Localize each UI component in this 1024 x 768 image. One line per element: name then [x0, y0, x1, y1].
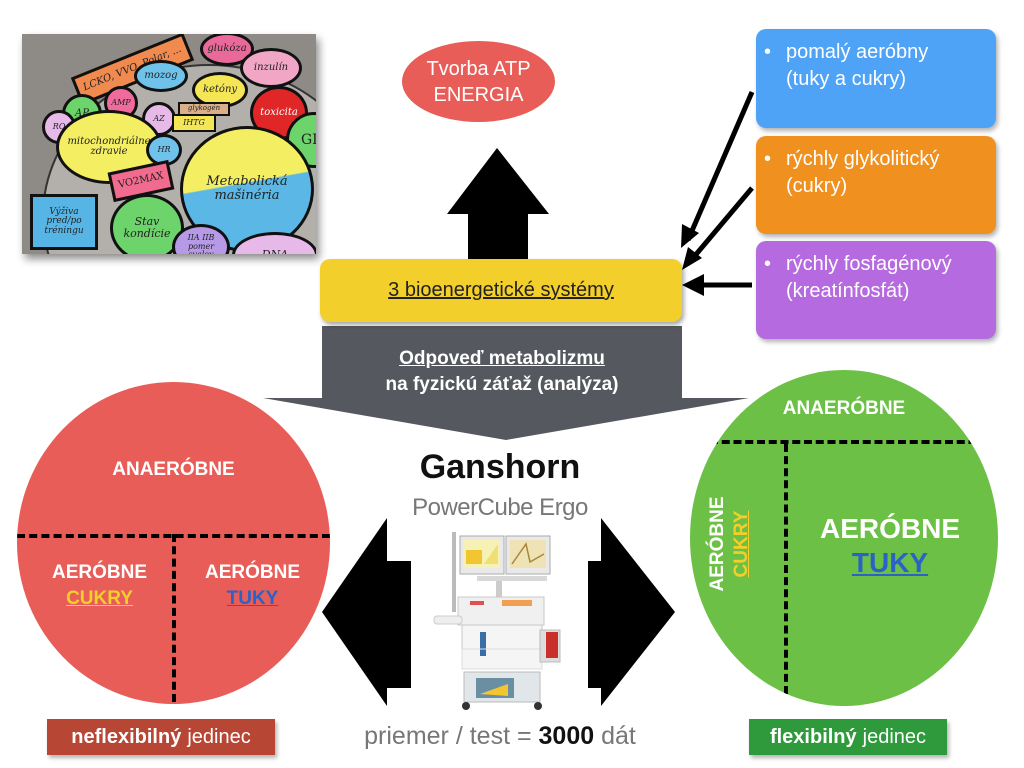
atp-energy-ellipse: Tvorba ATP ENERGIA	[402, 41, 555, 122]
energy-title: ENERGIA	[433, 83, 524, 106]
system-name: pomalý aeróbny	[786, 41, 929, 63]
device-pole	[452, 532, 456, 612]
collage-label: Výživa pred/po tréningu	[30, 194, 98, 250]
aerobic-title: AERÓBNE	[51, 562, 147, 583]
response-subtitle: na fyzickú záťaž (analýza)	[385, 374, 619, 395]
bullet-icon: •	[764, 253, 772, 275]
response-title: Odpoveď metabolizmu	[399, 348, 605, 369]
anaerobic-label: ANAERÓBNE	[782, 398, 906, 419]
divider-vertical	[172, 534, 176, 702]
arrow-line-aerobic	[685, 91, 755, 241]
average-prefix: priemer / test =	[364, 722, 532, 750]
flexible-individual-tag: flexibilný jedinec	[749, 719, 947, 755]
fat-label: TUKY	[851, 547, 929, 578]
collage-label: IHTG	[172, 114, 216, 132]
average-suffix: dát	[601, 722, 636, 750]
aerobic-title: AERÓBNE	[204, 562, 300, 583]
sugar-label: CUKRY	[731, 510, 752, 578]
metabolic-collage-image: LCKO, VVO, Polar, ... glukóza inzulín mo…	[22, 34, 316, 254]
tag-bold: neflexibilný	[71, 725, 182, 748]
system-name: rýchly glykolitický	[786, 148, 940, 170]
aerobic-fat-label: AERÓBNE TUKY	[790, 512, 990, 580]
aerobic-fat-label: AERÓBNE TUKY	[180, 560, 325, 612]
aerobic-title: AERÓBNE	[707, 496, 728, 592]
left-arrow-icon	[322, 518, 411, 706]
system-fuel: (kreatínfosfát)	[786, 280, 910, 302]
average-data-text: priemer / test = 3000 dát	[330, 722, 670, 751]
inflexible-circle: ANAERÓBNE AERÓBNE CUKRY AERÓBNE TUKY	[17, 382, 330, 704]
fat-label: TUKY	[226, 588, 279, 609]
arrowhead-icon	[682, 247, 702, 270]
anaerobic-label: ANAERÓBNE	[112, 459, 235, 480]
aerobic-title: AERÓBNE	[819, 513, 960, 544]
atp-title: Tvorba ATP	[426, 57, 531, 80]
inflexible-individual-tag: neflexibilný jedinec	[47, 719, 275, 755]
down-response-arrow	[263, 326, 749, 440]
divider-horizontal	[710, 440, 998, 444]
powercube-device-image	[433, 532, 561, 710]
tag-rest: jedinec	[862, 725, 927, 748]
system-fuel: (cukry)	[786, 175, 848, 197]
sugar-label: CUKRY	[66, 588, 133, 609]
metabolic-response-text: Odpoveď metabolizmu na fyzickú záťaž (an…	[322, 346, 682, 398]
aerobic-system-box: • pomalý aeróbny (tuky a cukry)	[756, 29, 996, 128]
system-fuel: (tuky a cukry)	[786, 68, 907, 90]
flexible-circle: ANAERÓBNE AERÓBNE CUKRY AERÓBNE TUKY	[690, 370, 998, 706]
arrow-line-glycolytic	[691, 186, 754, 260]
device-brand: Ganshorn	[419, 448, 581, 486]
aerobic-sugar-label: AERÓBNE CUKRY	[27, 560, 172, 612]
arrowhead-icon	[682, 274, 704, 296]
collage-label: mozog	[134, 60, 188, 92]
average-value: 3000	[538, 722, 595, 750]
tag-rest: jedinec	[187, 725, 251, 748]
up-arrow-icon	[447, 148, 549, 260]
device-model: PowerCube Ergo	[412, 494, 588, 521]
divider-vertical	[784, 444, 788, 694]
phosphagen-system-box: • rýchly fosfagénový (kreatínfosfát)	[756, 241, 996, 339]
system-name: rýchly fosfagénový	[786, 253, 952, 275]
bullet-icon: •	[764, 148, 772, 170]
collage-label: Stav kondície	[110, 194, 184, 254]
bullet-icon: •	[764, 41, 772, 63]
tag-bold: flexibilný	[769, 725, 857, 748]
right-arrow-icon	[588, 518, 675, 706]
arrowhead-icon	[681, 224, 699, 248]
collage-label: inzulín	[240, 48, 302, 88]
collage-label: IIA IIB pomer svalov	[172, 224, 230, 254]
bioenergetic-systems-label[interactable]: 3 bioenergetické systémy	[388, 279, 614, 301]
glycolytic-system-box: • rýchly glykolitický (cukry)	[756, 136, 996, 234]
bioenergetic-systems-box: 3 bioenergetické systémy	[320, 259, 682, 322]
aerobic-sugar-label-vertical: AERÓBNE CUKRY	[706, 444, 754, 644]
